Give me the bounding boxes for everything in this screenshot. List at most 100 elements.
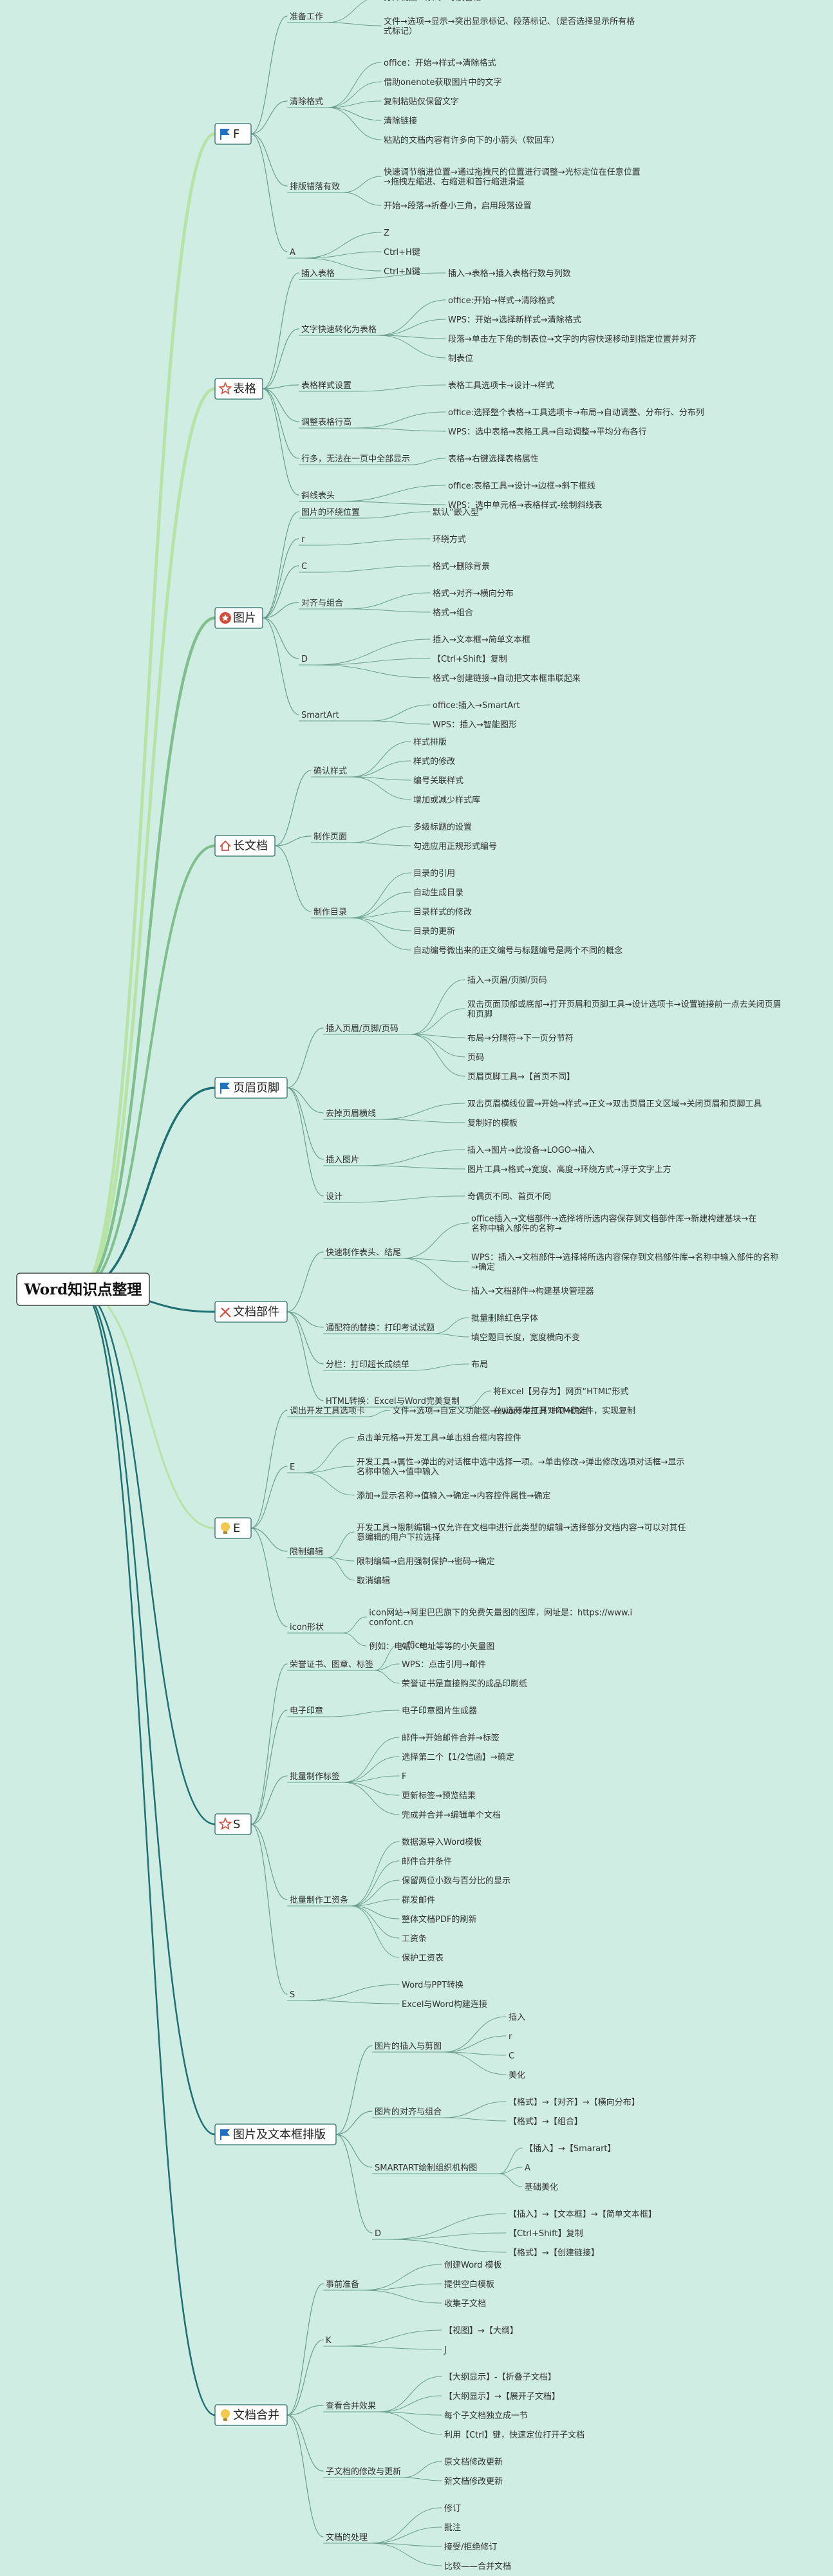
module-f-node-2: 排版错落有致 xyxy=(290,182,340,192)
module-tables-leaf-0-0: 插入→表格→插入表格行数与列数 xyxy=(448,268,571,279)
module-images-node-0: 图片的环绕位置 xyxy=(301,507,360,518)
module-doc-parts-leaf-3-1-line: 在word中打开“HTML”文件，实现复制 xyxy=(493,1406,635,1416)
module-doc-merge-leaf-4-2: 接受/拒绝修订 xyxy=(444,2542,497,2552)
module-images-leaf-edge-3-0 xyxy=(346,592,431,610)
module-tables-leaf-edge-3-0 xyxy=(354,411,446,429)
module-doc-merge-node-3-line: 子文档的修改与更新 xyxy=(326,2467,401,2477)
module-header-footer-box xyxy=(214,1077,288,1099)
module-doc-parts-node-3-line: HTML转换：Excel与Word完美复制 xyxy=(326,1397,460,1406)
module-s[interactable] xyxy=(214,1813,252,1835)
module-images-node-1-line: r xyxy=(301,535,305,545)
module-header-footer-node-1: 去掉页眉横线 xyxy=(326,1109,376,1119)
module-doc-merge-leaf-edge-4-0 xyxy=(371,2507,442,2544)
module-doc-merge-node-1-line: K xyxy=(326,2336,332,2346)
root-title: Word知识点整理 xyxy=(24,1281,142,1298)
module-tables-leaf-3-1-line: WPS：选中表格→表格工具→自动调整→平均分布各行 xyxy=(448,427,647,437)
module-tables-leaf-5-0: office:表格工具→设计→边框→斜下框线 xyxy=(448,481,595,491)
module-tables[interactable] xyxy=(214,378,263,400)
module-images-textbox[interactable] xyxy=(214,2123,337,2145)
module-images-textbox-leaf-edge-1-0 xyxy=(444,2101,507,2118)
star-shape xyxy=(218,1816,232,1831)
module-long-doc[interactable] xyxy=(214,835,276,857)
module-doc-merge[interactable] xyxy=(214,2404,288,2426)
module-f-node-3: A xyxy=(290,248,295,257)
module-f-node-0-line: 准备工作 xyxy=(290,12,323,22)
bulb-icon xyxy=(221,2409,230,2421)
module-doc-merge-leaf-3-1: 新文档修改更新 xyxy=(444,2476,503,2487)
module-long-doc-leaf-2-2-line: 目录样式的修改 xyxy=(413,907,472,917)
module-s-node-4-line: S xyxy=(290,1990,295,2000)
module-images-leaf-edge-5-1 xyxy=(370,720,431,725)
module-e-branch-1 xyxy=(250,1466,288,1529)
module-doc-merge-leaf-1-0-line: 【视图】→【大纲】 xyxy=(444,2326,518,2336)
module-s-leaf-edge-3-3 xyxy=(350,1899,400,1907)
star-icon xyxy=(218,381,232,395)
flag-pole xyxy=(220,129,221,140)
module-images-leaf-4-1: 【Ctrl+Shift】复制 xyxy=(433,655,507,664)
module-tables-leaf-1-3: 制表位 xyxy=(448,354,473,364)
module-header-footer-leaf-edge-2-0 xyxy=(363,1149,465,1166)
module-images-textbox-leaf-1-0-line: 【格式】→【对齐】→【横向分布】 xyxy=(509,2097,640,2107)
module-long-doc-leaf-1-0: 多级标题的设置 xyxy=(413,822,472,832)
module-doc-merge-leaf-4-1-line: 批注 xyxy=(444,2523,461,2533)
module-long-doc-leaf-2-1-line: 自动生成目录 xyxy=(413,888,463,898)
module-images-textbox-leaf-edge-3-2 xyxy=(388,2239,507,2253)
module-images-leaf-edge-5-0 xyxy=(370,704,431,722)
module-doc-merge-leaf-4-2-line: 接受/拒绝修订 xyxy=(444,2542,497,2552)
module-tables-leaf-4-0-line: 表格→右键选择表格属性 xyxy=(448,454,539,464)
module-images-node-4: D xyxy=(301,655,308,664)
module-header-footer-leaf-0-1: 双击页面顶部或底部→打开页眉和页脚工具→设计选项卡→设置链接前一点去关闭页眉和页… xyxy=(467,1000,782,1020)
module-doc-parts[interactable] xyxy=(214,1301,288,1323)
module-s-node-0: 荣誉证书、图章、标签 xyxy=(290,1659,373,1670)
module-doc-merge-leaf-1-0: 【视图】→【大纲】 xyxy=(444,2326,518,2336)
connector-lines xyxy=(78,0,523,2566)
module-long-doc-leaf-0-1-line: 样式的修改 xyxy=(413,756,455,767)
module-f-label: F xyxy=(233,127,239,141)
module-tables-node-4: 行多，无法在一页中全部显示 xyxy=(301,454,410,464)
module-doc-parts-leaf-1-0-line: 批量删除红色字体 xyxy=(471,1313,538,1323)
module-s-leaf-edge-4-1 xyxy=(303,2000,400,2004)
module-long-doc-connector xyxy=(79,845,216,1291)
module-images-branch-4 xyxy=(262,617,299,659)
module-images-textbox-leaf-edge-0-1 xyxy=(444,2035,507,2053)
module-doc-parts-leaf-0-1-line: WPS：插入→文档部件→选择将所选内容保存到文档部件库→名称中输入部件的名称 xyxy=(471,1253,779,1263)
module-s-leaf-edge-2-2 xyxy=(342,1775,400,1783)
module-images-leaf-0-0-line: 默认“嵌入型” xyxy=(433,507,483,518)
module-images-leaf-3-1: 格式→组合 xyxy=(433,608,473,618)
module-f-node-0: 准备工作 xyxy=(290,12,323,22)
module-long-doc-leaf-0-3-line: 增加或减少样式库 xyxy=(413,795,480,805)
root-node[interactable]: Word知识点整理 xyxy=(16,1273,150,1306)
module-s-leaf-3-5: 工资条 xyxy=(402,1934,427,1944)
module-images-leaf-4-2-line: 格式→创建链接→自动把文本框串联起来 xyxy=(433,673,581,684)
module-header-footer[interactable] xyxy=(214,1077,288,1099)
module-long-doc-leaf-2-4-line: 自动编号微出来的正文编号与标题编号是两个不同的概念 xyxy=(413,946,622,956)
module-images-leaf-4-0-line: 插入→文本框→简单文本框 xyxy=(433,635,530,645)
module-images-textbox-leaf-2-2-line: 基础美化 xyxy=(525,2183,558,2192)
module-header-footer-node-2: 插入图片 xyxy=(326,1155,359,1165)
module-e-leaf-edge-2-0 xyxy=(327,1531,355,1558)
module-e-node-1: E xyxy=(290,1462,295,1472)
module-doc-merge-leaf-2-0-line: 【大纲显示】-【折叠子文档】 xyxy=(444,2373,556,2382)
module-doc-merge-leaf-1-1-line: J xyxy=(444,2346,447,2355)
module-f-node-2-line: 排版错落有致 xyxy=(290,182,340,192)
module-tables-leaf-edge-1-0 xyxy=(378,299,446,336)
module-s-leaf-3-4-line: 整体文档PDF的刷新 xyxy=(402,1914,476,1925)
module-e-leaf-2-0: 开发工具→限制编辑→仅允许在文档中进行此类型的编辑→选择部分文档内容→可以对其任… xyxy=(357,1523,686,1543)
module-doc-merge-leaf-4-0-line: 修订 xyxy=(444,2504,461,2514)
module-doc-merge-node-0: 事前准备 xyxy=(326,2279,359,2290)
module-s-leaf-2-4: 完成并合并→编辑单个文档 xyxy=(402,1811,501,1820)
module-images-leaf-4-0: 插入→文本框→简单文本框 xyxy=(433,635,530,645)
module-s-leaf-edge-0-0 xyxy=(374,1644,400,1671)
module-e-node-2-line: 限制编辑 xyxy=(290,1547,323,1557)
module-f-leaf-1-4: 粘贴的文档内容有许多向下的小箭头（软回车） xyxy=(384,135,559,145)
module-doc-parts-branch-0 xyxy=(286,1251,324,1312)
module-images-textbox-leaf-0-3-line: 美化 xyxy=(509,2071,525,2080)
module-doc-merge-leaf-1-1: J xyxy=(444,2346,447,2355)
module-doc-parts-node-3: HTML转换：Excel与Word完美复制 xyxy=(326,1397,460,1406)
module-e-leaf-edge-0-0 xyxy=(366,1410,391,1417)
burst-star xyxy=(221,614,229,621)
module-s-leaf-3-6: 保护工资表 xyxy=(402,1954,444,1963)
module-f-leaf-1-2: 复制粘贴仅保留文字 xyxy=(384,97,459,107)
module-images-textbox-leaf-3-2-line: 【格式】→【创建链接】 xyxy=(509,2248,599,2258)
module-images-node-3-line: 对齐与组合 xyxy=(301,598,343,608)
